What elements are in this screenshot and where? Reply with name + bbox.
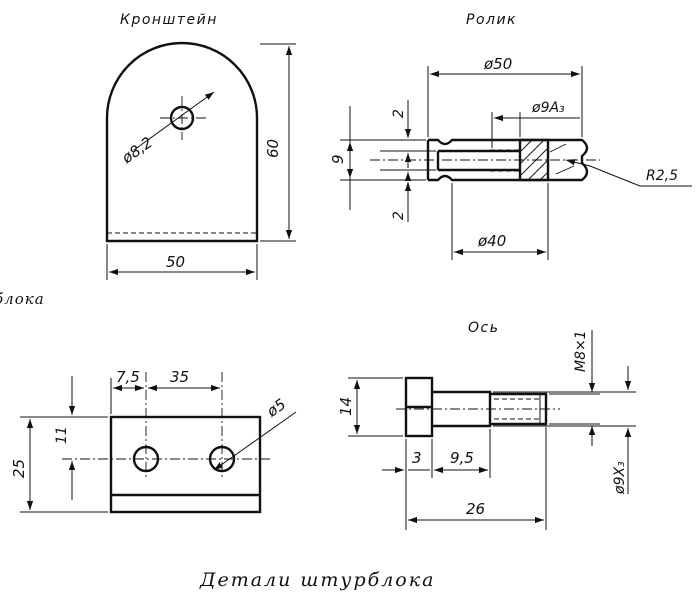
roller-radius-dim: R2,5 <box>646 168 678 184</box>
plate-view: 7,5 35 ø5 25 11 <box>10 368 297 514</box>
figure-caption: Детали штурблока <box>199 569 435 591</box>
axle-thread-dim: M8×1 <box>573 330 589 372</box>
roller-width-dim: 9 <box>329 154 347 164</box>
roller-view: Ролик ø50 ø9A₃ <box>329 12 692 260</box>
bracket-height-dim: 60 <box>264 139 282 158</box>
roller-groove-dim: ø40 <box>477 232 506 250</box>
plate-height-dim: 25 <box>10 459 28 478</box>
roller-outer-dim: ø50 <box>483 55 512 73</box>
bracket-width-dim: 50 <box>166 253 185 271</box>
plate-hole-dim: ø5 <box>263 395 289 421</box>
plate-offset-dim: 7,5 <box>116 368 140 386</box>
axle-view: Ось 14 M8×1 ø9X₃ 3 <box>337 320 636 530</box>
axle-shaft-dim: ø9X₃ <box>612 461 628 495</box>
hatching <box>519 139 575 181</box>
roller-bore-dim: ø9A₃ <box>531 100 565 116</box>
roller-flange-top-dim: 2 <box>391 109 407 118</box>
bracket-title: Кронштейн <box>120 12 218 28</box>
roller-title: Ролик <box>466 12 517 28</box>
axle-total-dim: 26 <box>466 500 485 518</box>
plate-hole-height-dim: 11 <box>54 426 70 444</box>
axle-head-dim: 14 <box>337 397 355 416</box>
bracket-view: Кронштейн ø8,2 60 50 <box>105 12 296 280</box>
axle-title: Ось <box>468 320 499 336</box>
axle-shaft-len-dim: 9,5 <box>450 449 474 467</box>
cut-off-label: блока <box>0 290 45 308</box>
axle-head-len-dim: 3 <box>412 449 422 467</box>
roller-flange-bottom-dim: 2 <box>391 211 407 220</box>
plate-spacing-dim: 35 <box>170 368 189 386</box>
